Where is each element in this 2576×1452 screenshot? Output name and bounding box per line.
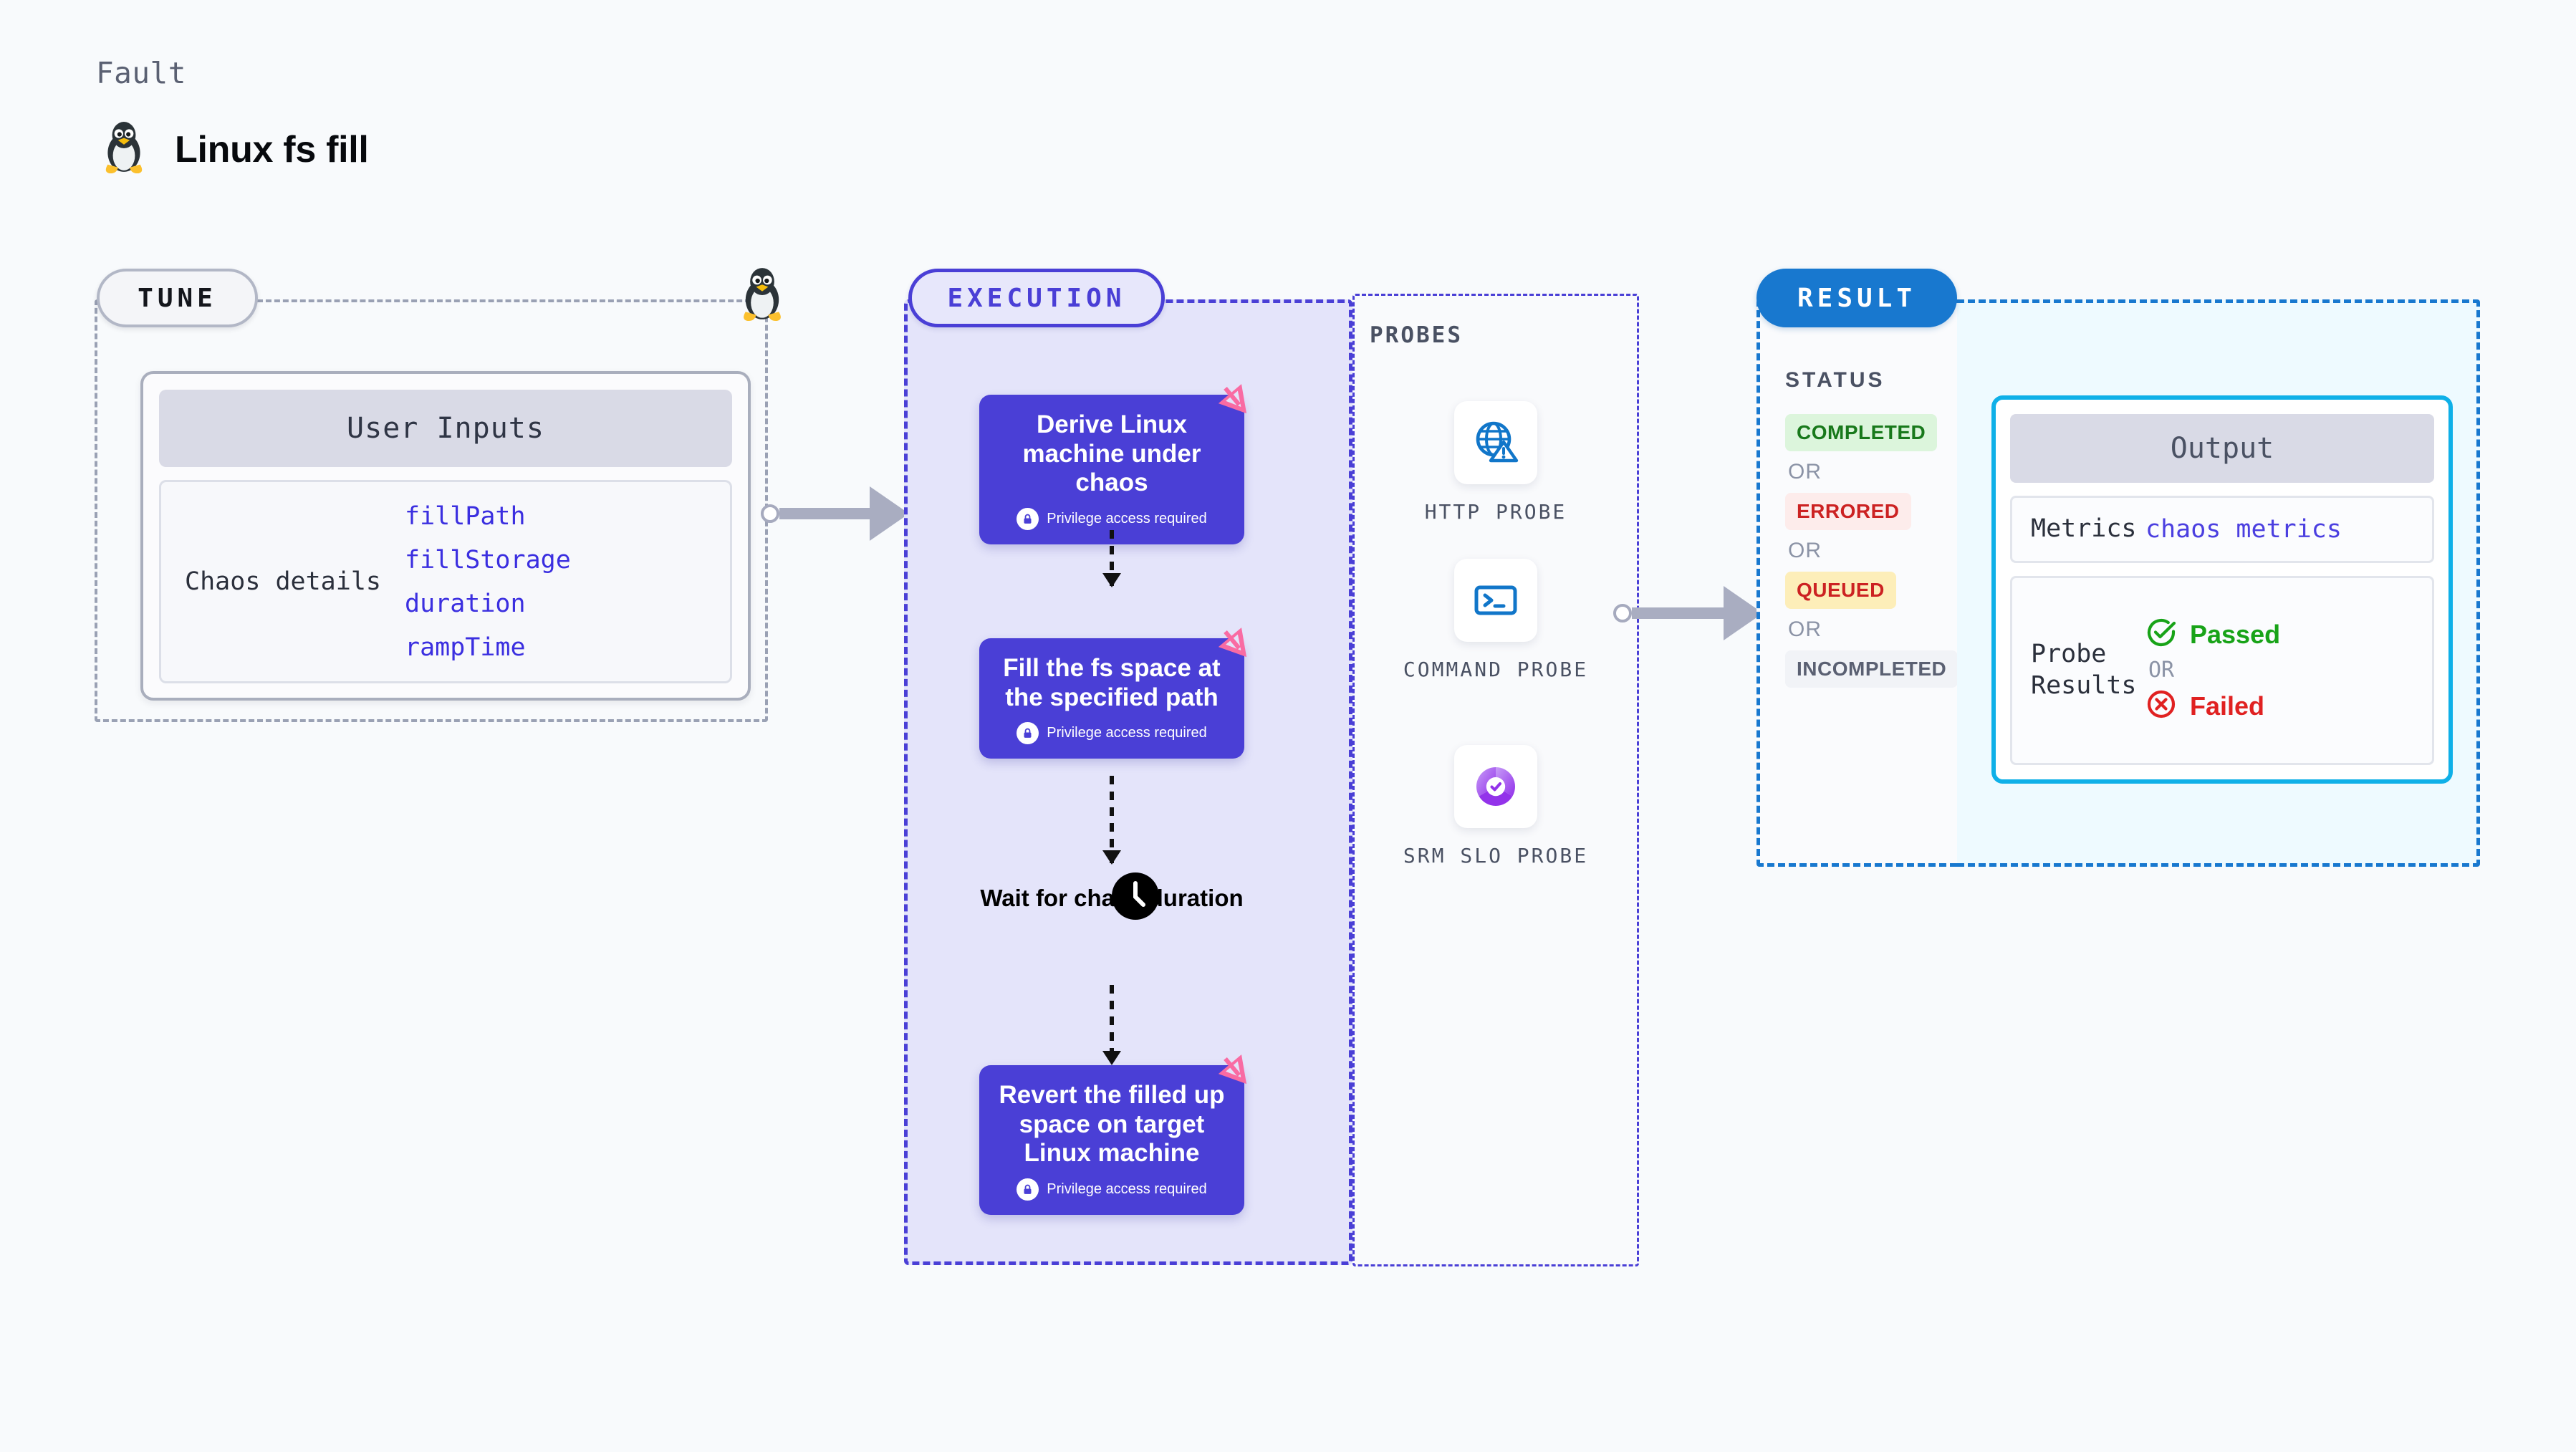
terminal-icon bbox=[1454, 559, 1537, 642]
input-fillstorage: fillStorage bbox=[405, 545, 571, 574]
chaos-flag-icon bbox=[1214, 622, 1256, 668]
connector-start-dot bbox=[761, 504, 779, 523]
tune-panel-label: TUNE bbox=[97, 269, 258, 327]
chaos-flag-icon bbox=[1214, 379, 1256, 424]
output-metrics-row: Metrics chaos metrics bbox=[2010, 496, 2434, 563]
chaos-flag-icon bbox=[1214, 1049, 1256, 1095]
probe-http-label: HTTP PROBE bbox=[1424, 500, 1567, 524]
probe-srm-slo[interactable]: SRM SLO PROBE bbox=[1352, 745, 1639, 870]
execution-step-3-privilege-label: Privilege access required bbox=[1047, 1181, 1207, 1197]
connector-line bbox=[1632, 607, 1725, 619]
arrow-head-icon bbox=[1102, 1051, 1121, 1065]
chaos-details-row: Chaos details fillPath fillStorage durat… bbox=[159, 480, 732, 683]
probe-result-passed-label: Passed bbox=[2190, 619, 2281, 649]
execution-step-2-privilege-label: Privilege access required bbox=[1047, 725, 1207, 741]
lock-icon bbox=[1017, 507, 1039, 530]
tune-target-linux-icon bbox=[738, 266, 787, 326]
probe-srm-slo-label: SRM SLO PROBE bbox=[1403, 844, 1589, 867]
execution-step-3[interactable]: Revert the filled up space on target Lin… bbox=[979, 1054, 1247, 1215]
probe-result-or: OR bbox=[2148, 658, 2175, 683]
arrow-head-icon bbox=[1102, 850, 1121, 865]
linux-penguin-icon bbox=[100, 120, 148, 178]
output-metrics-key: Metrics bbox=[2031, 514, 2137, 543]
execution-step-1[interactable]: Derive Linux machine under chaos Privile… bbox=[979, 384, 1247, 544]
output-probe-results-key: Probe Results bbox=[2031, 640, 2137, 700]
execution-wait-node: Wait for chaos duration bbox=[979, 872, 1244, 920]
probe-result-passed: Passed bbox=[2145, 617, 2280, 652]
page-kicker: Fault bbox=[96, 56, 186, 90]
page-title-row: Linux fs fill bbox=[100, 120, 369, 178]
globe-warning-icon bbox=[1454, 401, 1537, 484]
execution-step-1-title: Derive Linux machine under chaos bbox=[1022, 410, 1201, 497]
status-badge-completed: COMPLETED bbox=[1785, 414, 1938, 451]
execution-step-2[interactable]: Fill the fs space at the specified path … bbox=[979, 628, 1247, 759]
connector-tune-to-execution bbox=[761, 486, 923, 541]
status-or-2: OR bbox=[1788, 539, 1822, 562]
connector-start-dot bbox=[1613, 604, 1632, 622]
probe-result-failed: Failed bbox=[2145, 688, 2280, 723]
status-list: COMPLETED OR ERRORED OR QUEUED OR INCOMP… bbox=[1785, 414, 1959, 688]
result-panel-label: RESULT bbox=[1756, 269, 1957, 327]
page-title: Linux fs fill bbox=[175, 128, 369, 170]
connector-line bbox=[779, 508, 871, 519]
arrow-line bbox=[1110, 776, 1114, 863]
execution-arrow-1 bbox=[1102, 530, 1121, 587]
chaos-details-key: Chaos details bbox=[185, 567, 381, 596]
chaos-details-values: fillPath fillStorage duration rampTime bbox=[405, 502, 571, 662]
lock-icon bbox=[1017, 1178, 1039, 1201]
connector-execution-to-result bbox=[1613, 586, 1777, 640]
x-circle-icon bbox=[2145, 688, 2177, 723]
probe-result-options: Passed OR Failed bbox=[2145, 617, 2280, 723]
lock-icon bbox=[1017, 722, 1039, 745]
execution-step-1-privilege: Privilege access required bbox=[994, 507, 1230, 530]
execution-arrow-2 bbox=[1102, 776, 1121, 865]
input-ramptime: rampTime bbox=[405, 633, 526, 662]
output-probe-results-row: Probe Results Passed OR bbox=[2010, 575, 2434, 765]
arrow-line bbox=[1110, 985, 1114, 1064]
status-badge-incompleted: INCOMPLETED bbox=[1785, 650, 1959, 688]
connector-arrowhead-icon bbox=[1724, 586, 1763, 640]
input-fillpath: fillPath bbox=[405, 501, 526, 531]
output-heading: Output bbox=[2010, 414, 2434, 483]
connector-arrowhead-icon bbox=[870, 486, 909, 541]
execution-arrow-3 bbox=[1102, 985, 1121, 1065]
status-or-1: OR bbox=[1788, 460, 1822, 484]
status-heading: STATUS bbox=[1785, 368, 1885, 392]
probes-title: PROBES bbox=[1370, 322, 1463, 348]
status-badge-errored: ERRORED bbox=[1785, 493, 1911, 530]
output-metrics-value[interactable]: chaos metrics bbox=[2145, 514, 2342, 544]
input-duration: duration bbox=[405, 589, 526, 618]
execution-step-3-title: Revert the filled up space on target Lin… bbox=[999, 1081, 1225, 1168]
execution-step-3-privilege: Privilege access required bbox=[994, 1178, 1230, 1201]
execution-panel-label: EXECUTION bbox=[908, 269, 1165, 327]
arrow-line bbox=[1110, 530, 1114, 586]
status-badge-queued: QUEUED bbox=[1785, 572, 1896, 609]
execution-step-2-privilege: Privilege access required bbox=[994, 722, 1230, 745]
execution-step-1-privilege-label: Privilege access required bbox=[1047, 510, 1207, 527]
execution-step-2-title: Fill the fs space at the specified path bbox=[1003, 654, 1221, 711]
user-inputs-heading: User Inputs bbox=[159, 390, 732, 467]
output-card: Output Metrics chaos metrics Probe Resul… bbox=[1991, 395, 2453, 784]
slo-donut-check-icon bbox=[1454, 745, 1537, 828]
status-or-3: OR bbox=[1788, 617, 1822, 641]
check-circle-icon bbox=[2145, 617, 2177, 652]
probe-result-failed-label: Failed bbox=[2190, 691, 2265, 721]
probe-command[interactable]: COMMAND PROBE bbox=[1352, 559, 1639, 683]
probe-http[interactable]: HTTP PROBE bbox=[1352, 401, 1639, 526]
execution-wait-label: Wait for chaos duration bbox=[980, 885, 1244, 911]
user-inputs-card: User Inputs Chaos details fillPath fillS… bbox=[140, 371, 751, 701]
probe-command-label: COMMAND PROBE bbox=[1403, 658, 1589, 681]
arrow-head-icon bbox=[1102, 573, 1121, 587]
